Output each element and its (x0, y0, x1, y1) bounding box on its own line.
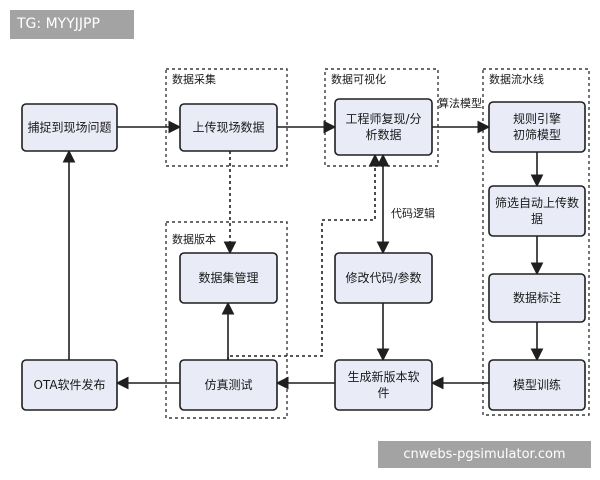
group-version: 数据版本 (165, 221, 288, 419)
node-label: 据 (531, 212, 543, 226)
node-training: 模型训练 (488, 359, 586, 411)
node-label: 上传现场数据 (192, 120, 264, 135)
node-ota: OTA软件发布 (21, 359, 118, 411)
group-label: 数据流水线 (489, 72, 544, 86)
node-dataset: 数据集管理 (179, 252, 278, 304)
edge-label-engineer-modify: 代码逻辑 (391, 206, 435, 220)
node-label: 件 (377, 386, 389, 400)
node-modify: 修改代码/参数 (334, 252, 433, 304)
node-capture: 捕捉到现场问题 (21, 103, 118, 152)
node-label: 筛选自动上传数 (495, 195, 579, 210)
watermark-bottom: cnwebs-pgsimulator.com (378, 441, 591, 468)
edge-engineer-modify: 代码逻辑 (376, 153, 435, 255)
group-label: 数据可视化 (331, 72, 386, 86)
node-label: 模型训练 (513, 377, 561, 392)
node-label: 修改代码/参数 (345, 270, 421, 285)
node-label: 生成新版本软 (347, 369, 419, 384)
node-label: OTA软件发布 (33, 377, 105, 392)
group-collect: 数据采集 (165, 68, 288, 167)
node-label: 析数据 (365, 127, 401, 142)
node-label: 捕捉到现场问题 (27, 120, 111, 135)
watermark-top: TG: MYYJJPP (10, 10, 134, 39)
node-label: 初筛模型 (513, 127, 561, 142)
node-label: 数据标注 (513, 290, 561, 305)
node-upload: 上传现场数据 (179, 103, 278, 152)
group-label: 数据版本 (172, 232, 216, 246)
edge-label-engineer-rules: 算法模型 (438, 96, 482, 110)
group-label: 数据采集 (172, 72, 216, 86)
node-labeling: 数据标注 (488, 273, 586, 323)
node-label: 工程师复现/分 (345, 111, 421, 126)
edge-engineer-rules: 算法模型 (432, 96, 491, 134)
node-label: 仿真测试 (204, 377, 252, 392)
node-label: 数据集管理 (198, 270, 258, 285)
group-pipeline: 数据流水线 (482, 68, 590, 416)
node-label: 规则引擎 (513, 111, 561, 126)
node-sim: 仿真测试 (179, 359, 278, 411)
